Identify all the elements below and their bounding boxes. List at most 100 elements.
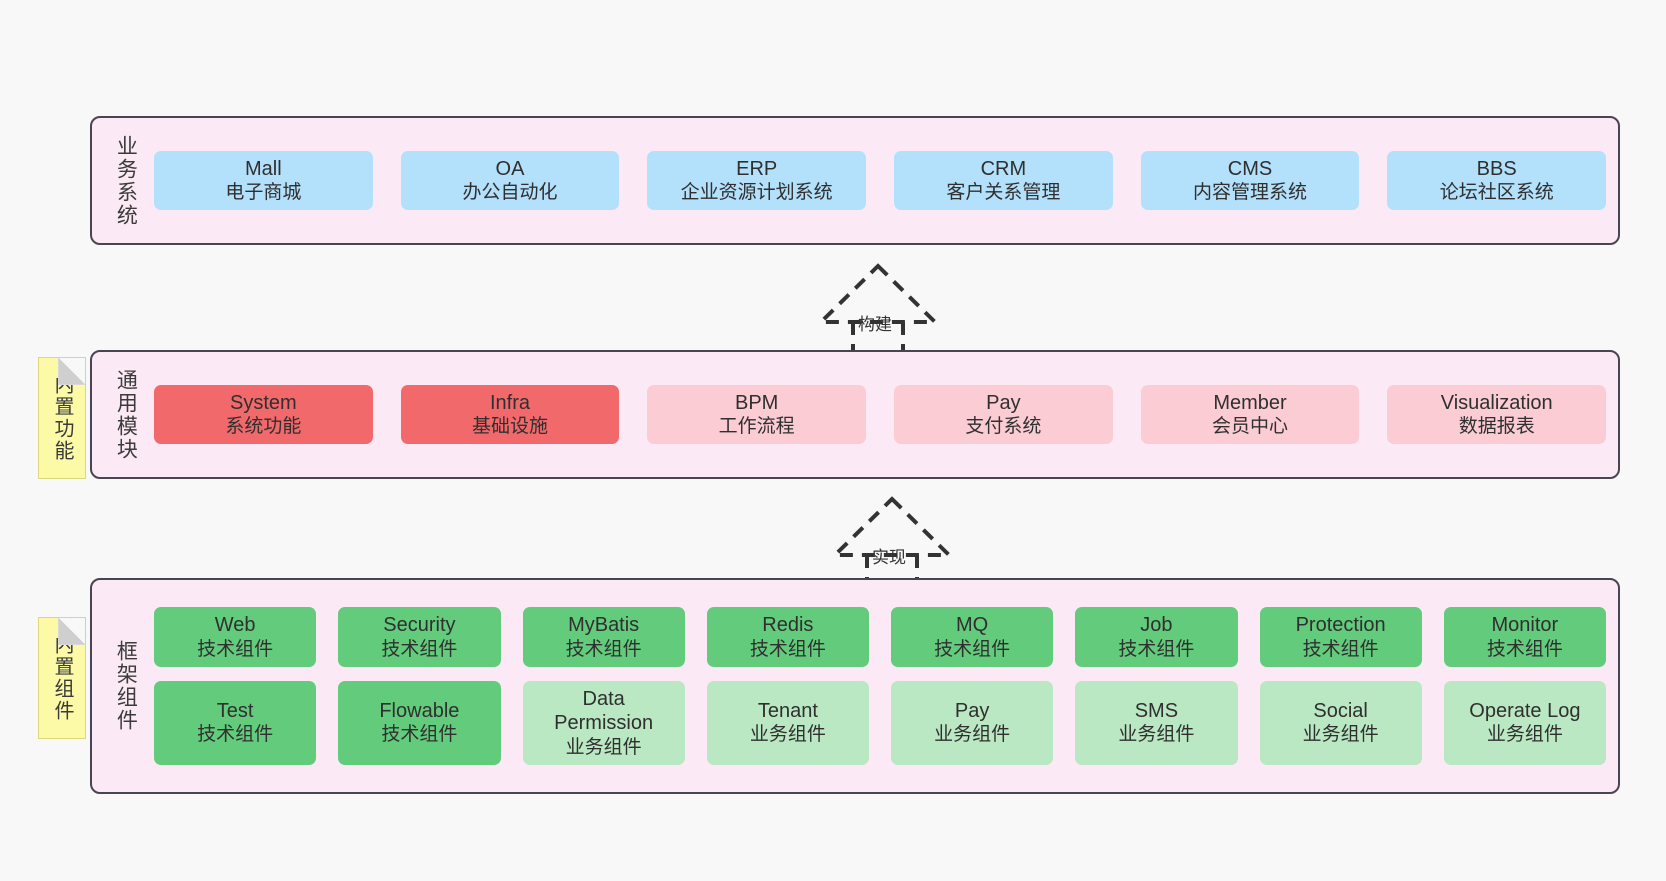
layer-common-modules: 通用模块 System 系统功能 Infra 基础设施 BPM 工作流程 Pay	[90, 350, 1620, 479]
connector-build-label: 构建	[858, 315, 892, 334]
module-box-system-name: System	[229, 391, 297, 414]
component-box-operate-log-desc: 业务组件	[1486, 724, 1563, 746]
module-box-infra[interactable]: Infra 基础设施	[400, 384, 620, 445]
business-box-crm[interactable]: CRM 客户关系管理	[894, 150, 1113, 211]
business-box-cms-name: CMS	[1227, 157, 1273, 180]
component-box-social-desc: 业务组件	[1302, 724, 1379, 746]
component-box-web[interactable]: Web 技术组件	[154, 607, 317, 667]
layer-business-systems-title: 业务系统	[114, 134, 138, 227]
component-box-job-name: Job	[1140, 614, 1173, 637]
module-box-bpm-desc: 工作流程	[718, 416, 795, 438]
component-box-protection-name: Protection	[1295, 614, 1386, 637]
component-box-pay-name: Pay	[954, 699, 990, 722]
arrow-head-triangle-icon	[816, 263, 940, 324]
business-box-crm-name: CRM	[980, 157, 1027, 180]
layer-framework-components-body: Web 技术组件 Security 技术组件 MyBatis 技术组件 Redi…	[146, 590, 1606, 782]
component-box-test-name: Test	[216, 699, 254, 722]
connector-build: 构建	[798, 262, 958, 354]
component-box-security[interactable]: Security 技术组件	[338, 607, 501, 667]
module-box-visualization-desc: 数据报表	[1458, 416, 1535, 438]
component-box-pay-desc: 业务组件	[934, 724, 1011, 746]
module-box-pay-desc: 支付系统	[965, 416, 1042, 438]
sticky-note-builtin-components-label: 内置组件	[51, 634, 73, 722]
framework-components-row-2: Test 技术组件 Flowable 技术组件 Data Permission …	[154, 680, 1606, 765]
sticky-note-builtin-functions-label: 内置功能	[51, 374, 73, 462]
layer-common-modules-title: 通用模块	[114, 368, 138, 461]
module-box-infra-desc: 基础设施	[472, 416, 549, 438]
component-box-mq[interactable]: MQ 技术组件	[891, 607, 1054, 667]
module-box-pay[interactable]: Pay 支付系统	[894, 384, 1113, 445]
arrow-stem-icon	[851, 322, 905, 354]
component-box-flowable[interactable]: Flowable 技术组件	[338, 680, 501, 765]
component-box-web-desc: 技术组件	[197, 638, 274, 660]
component-box-monitor-name: Monitor	[1491, 614, 1559, 637]
component-box-sms-desc: 业务组件	[1118, 724, 1195, 746]
component-box-pay[interactable]: Pay 业务组件	[891, 680, 1054, 765]
common-modules-row: System 系统功能 Infra 基础设施 BPM 工作流程 Pay 支付系统…	[154, 384, 1607, 445]
component-box-monitor-desc: 技术组件	[1486, 638, 1563, 660]
connector-implement-label: 实现	[872, 548, 906, 567]
module-box-pay-name: Pay	[986, 391, 1021, 414]
component-box-social-name: Social	[1313, 699, 1368, 722]
component-box-data-permission[interactable]: Data Permission 业务组件	[522, 680, 685, 765]
business-box-oa-desc: 办公自动化	[462, 182, 558, 204]
component-box-monitor[interactable]: Monitor 技术组件	[1443, 607, 1606, 667]
business-box-crm-desc: 客户关系管理	[946, 182, 1061, 204]
module-box-member[interactable]: Member 会员中心	[1140, 384, 1360, 445]
component-box-mq-desc: 技术组件	[934, 638, 1011, 660]
component-box-operate-log[interactable]: Operate Log 业务组件	[1443, 680, 1606, 765]
component-box-mybatis-name: MyBatis	[568, 614, 640, 637]
component-box-social[interactable]: Social 业务组件	[1259, 680, 1422, 765]
business-box-mall[interactable]: Mall 电子商城	[154, 150, 373, 211]
component-box-mybatis-desc: 技术组件	[565, 638, 642, 660]
business-box-bbs-name: BBS	[1476, 157, 1517, 180]
component-box-security-desc: 技术组件	[381, 638, 458, 660]
business-box-erp[interactable]: ERP 企业资源计划系统	[647, 150, 867, 211]
component-box-mybatis[interactable]: MyBatis 技术组件	[522, 607, 685, 667]
component-box-flowable-name: Flowable	[379, 699, 460, 722]
module-box-system-desc: 系统功能	[225, 416, 302, 438]
business-box-mall-name: Mall	[245, 157, 282, 180]
business-box-oa-name: OA	[495, 157, 525, 180]
business-box-mall-desc: 电子商城	[225, 182, 302, 204]
component-box-web-name: Web	[214, 614, 256, 637]
component-box-protection[interactable]: Protection 技术组件	[1259, 607, 1422, 667]
component-box-mq-name: MQ	[956, 614, 989, 637]
component-box-tenant[interactable]: Tenant 业务组件	[706, 680, 869, 765]
component-box-flowable-desc: 技术组件	[381, 724, 458, 746]
layer-framework-components: 框架组件 Web 技术组件 Security 技术组件 MyBatis 技术组件…	[90, 578, 1620, 794]
layer-business-systems-body: Mall 电子商城 OA 办公自动化 ERP 企业资源计划系统 CRM 客户关系…	[146, 128, 1607, 233]
arrow-head-triangle-icon	[830, 496, 954, 557]
business-systems-row: Mall 电子商城 OA 办公自动化 ERP 企业资源计划系统 CRM 客户关系…	[154, 150, 1607, 211]
framework-components-row-1: Web 技术组件 Security 技术组件 MyBatis 技术组件 Redi…	[154, 607, 1606, 667]
component-box-job-desc: 技术组件	[1118, 638, 1195, 660]
module-box-infra-name: Infra	[489, 391, 531, 414]
business-box-cms[interactable]: CMS 内容管理系统	[1140, 150, 1360, 211]
module-box-visualization-name: Visualization	[1440, 391, 1553, 414]
module-box-member-name: Member	[1213, 391, 1287, 414]
connector-implement: 实现	[812, 495, 972, 587]
component-box-security-name: Security	[383, 614, 456, 637]
module-box-system[interactable]: System 系统功能	[154, 384, 373, 445]
component-box-redis-desc: 技术组件	[749, 638, 826, 660]
business-box-bbs[interactable]: BBS 论坛社区系统	[1387, 150, 1607, 211]
component-box-operate-log-name: Operate Log	[1469, 699, 1581, 722]
component-box-test[interactable]: Test 技术组件	[154, 680, 317, 765]
component-box-redis[interactable]: Redis 技术组件	[706, 607, 869, 667]
business-box-bbs-desc: 论坛社区系统	[1439, 182, 1554, 204]
component-box-data-permission-name: Data Permission	[554, 687, 654, 735]
component-box-sms-name: SMS	[1134, 699, 1179, 722]
module-box-bpm-name: BPM	[735, 391, 779, 414]
module-box-visualization[interactable]: Visualization 数据报表	[1387, 384, 1607, 445]
business-box-oa[interactable]: OA 办公自动化	[400, 150, 620, 211]
layer-business-systems: 业务系统 Mall 电子商城 OA 办公自动化 ERP 企业资源计划系统 CRM	[90, 116, 1620, 245]
component-box-test-desc: 技术组件	[197, 724, 274, 746]
component-box-sms[interactable]: SMS 业务组件	[1075, 680, 1238, 765]
business-box-erp-name: ERP	[736, 157, 778, 180]
module-box-bpm[interactable]: BPM 工作流程	[647, 384, 867, 445]
component-box-tenant-name: Tenant	[757, 699, 818, 722]
component-box-job[interactable]: Job 技术组件	[1075, 607, 1238, 667]
component-box-tenant-desc: 业务组件	[749, 724, 826, 746]
layer-framework-components-title: 框架组件	[114, 640, 138, 732]
